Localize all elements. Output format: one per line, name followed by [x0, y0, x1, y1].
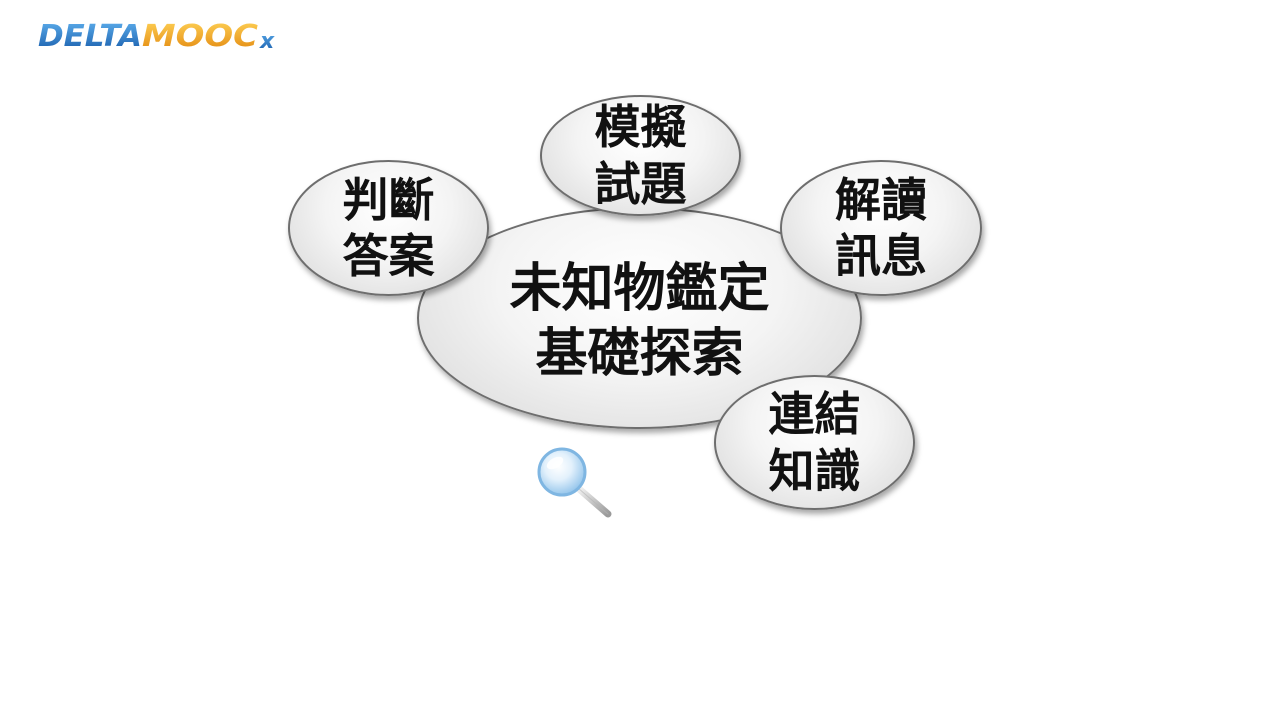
logo-mooc: MOOC [142, 20, 258, 52]
logo-delta: DELTA [38, 20, 142, 52]
bottom-bubble-label: 連結 知識 [769, 386, 861, 498]
bottom-label-line1: 連結 [768, 387, 861, 442]
deltamoocx-logo-image: DELTA MOOC x [38, 20, 275, 52]
top-bubble: 模擬 試題 [540, 95, 741, 216]
center-bubble-label: 未知物鑑定 基礎探索 [509, 257, 769, 387]
top-label-line1: 模擬 [594, 100, 687, 155]
magnifying-glass-icon [532, 444, 616, 520]
center-label-line1: 未知物鑑定 [509, 259, 770, 319]
bottom-bubble: 連結 知識 [714, 375, 915, 510]
top-label-line2: 試題 [594, 156, 687, 211]
right-label-line2: 訊息 [835, 229, 927, 283]
right-bubble: 解讀 訊息 [780, 160, 982, 296]
deltamoocx-logo: DELTA MOOC x [38, 20, 284, 52]
right-bubble-label: 解讀 訊息 [835, 172, 927, 284]
left-bubble-label: 判斷 答案 [343, 172, 435, 284]
right-label-line1: 解讀 [835, 172, 927, 227]
center-label-line2: 基礎探索 [535, 324, 744, 384]
bottom-label-line2: 知識 [768, 443, 861, 498]
top-bubble-label: 模擬 試題 [595, 99, 687, 211]
left-bubble: 判斷 答案 [288, 160, 489, 296]
left-label-line1: 判斷 [342, 172, 435, 227]
left-label-line2: 答案 [342, 229, 435, 283]
logo-x: x [259, 29, 275, 52]
